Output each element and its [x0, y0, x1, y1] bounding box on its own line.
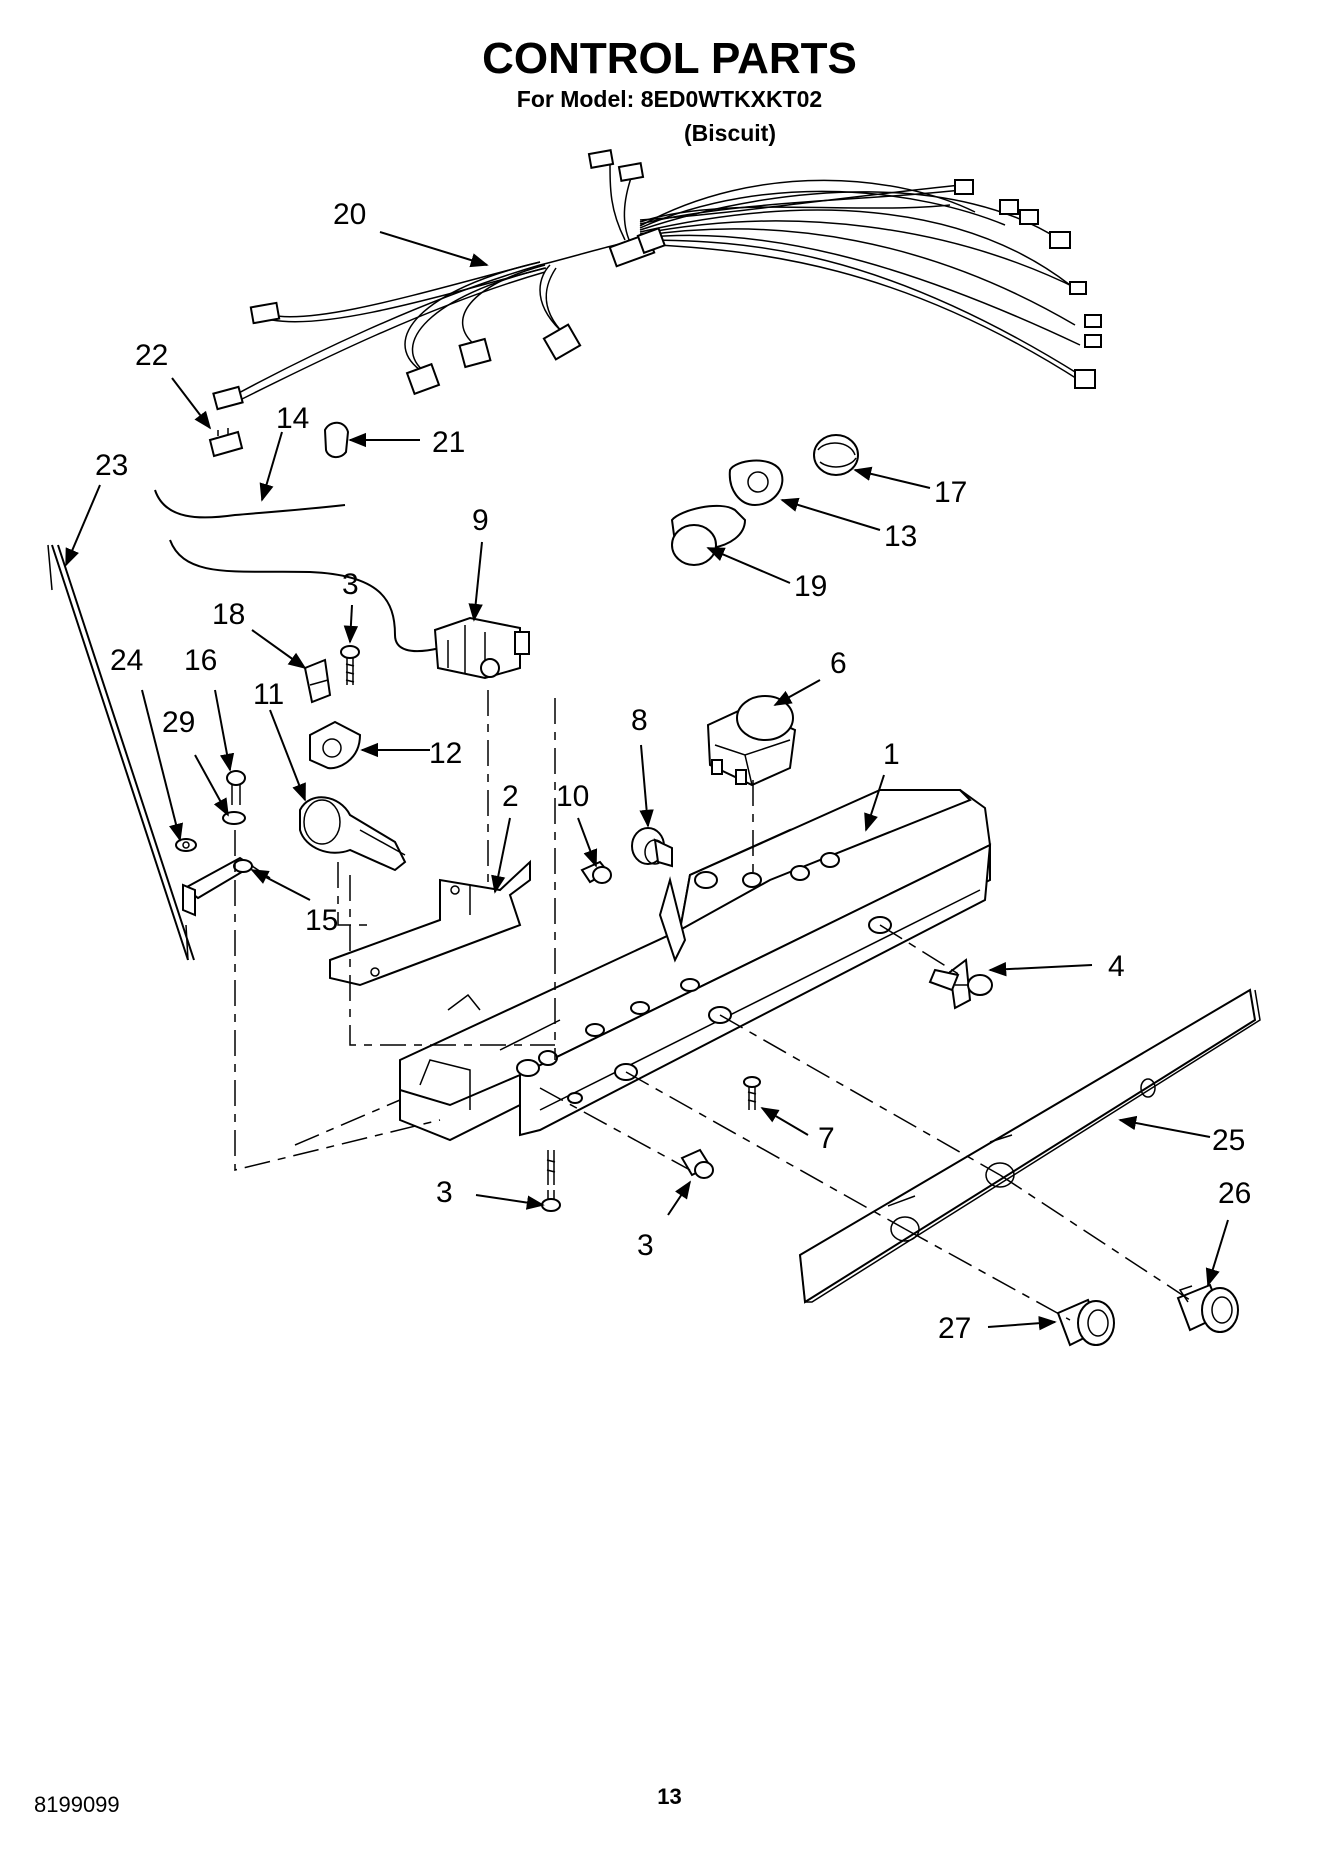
callout-20: 20 [333, 198, 366, 231]
panel-25-part [798, 988, 1261, 1304]
capillary-14-part [154, 489, 441, 653]
timer-6-part [706, 695, 797, 787]
callout-16: 16 [184, 644, 217, 677]
callout-9: 9 [472, 504, 489, 537]
switch-9-part [433, 616, 530, 680]
screw-3-top-part [340, 645, 360, 685]
bracket-2-part [329, 859, 531, 987]
color-variant: (Biscuit) [684, 120, 776, 146]
washers-24-16-29-part [175, 770, 246, 852]
callout-3-lower-left: 3 [436, 1176, 453, 1209]
callout-27: 27 [938, 1312, 971, 1345]
bracket-12-part [309, 720, 362, 770]
callout-4: 4 [1108, 950, 1125, 983]
knob-26-part [1176, 1283, 1239, 1333]
thermostat-11-part [299, 796, 407, 872]
lever-15-part [182, 856, 271, 917]
callout-15: 15 [305, 904, 338, 937]
plug-8-part [631, 827, 673, 868]
screw-3-lower-left-part [541, 1150, 561, 1212]
leader-lines [65, 231, 1229, 1331]
knob-27-part [1056, 1298, 1115, 1347]
callout-3-lower-right: 3 [637, 1229, 654, 1262]
callout-10: 10 [556, 780, 589, 813]
screw-3-lower-right-part [680, 1148, 714, 1179]
page-number: 13 [657, 1784, 682, 1809]
callout-11: 11 [253, 678, 284, 711]
callout-8: 8 [631, 704, 648, 737]
callout-23: 23 [95, 449, 128, 482]
model-number: For Model: 8ED0WTKXKT02 [516, 86, 823, 112]
alignment-lines [234, 690, 1191, 1321]
callout-29: 29 [162, 706, 195, 739]
callout-21: 21 [432, 426, 465, 459]
callout-26: 26 [1218, 1177, 1251, 1210]
clip-21-part [323, 421, 350, 458]
wire-harness-part [212, 149, 1102, 411]
callout-18: 18 [212, 598, 245, 631]
callout-25: 25 [1212, 1124, 1245, 1157]
callout-19: 19 [794, 570, 827, 603]
callout-13: 13 [884, 520, 917, 553]
bulb-assembly-part [670, 434, 859, 566]
callout-22: 22 [135, 339, 168, 372]
callout-14: 14 [276, 402, 309, 435]
page-title: CONTROL PARTS [482, 34, 857, 83]
callout-12: 12 [429, 737, 462, 770]
knob-4-part [928, 958, 993, 1010]
bracket-18-part [303, 658, 332, 704]
document-number: 8199099 [34, 1792, 120, 1817]
callout-2: 2 [502, 780, 519, 813]
callout-labels: 20 22 14 21 23 17 13 19 9 3 18 24 16 11 … [95, 198, 1251, 1345]
callout-1: 1 [883, 738, 900, 771]
screw-7-part [743, 1076, 761, 1110]
terminal-22-part [208, 428, 244, 458]
control-housing-1-part [399, 788, 992, 1142]
callout-7: 7 [818, 1122, 835, 1155]
screw-10-part [580, 860, 612, 884]
rod-23-part [47, 544, 195, 961]
callout-17: 17 [934, 476, 967, 509]
callout-3-top: 3 [342, 568, 359, 601]
callout-24: 24 [110, 644, 143, 677]
callout-6: 6 [830, 647, 847, 680]
